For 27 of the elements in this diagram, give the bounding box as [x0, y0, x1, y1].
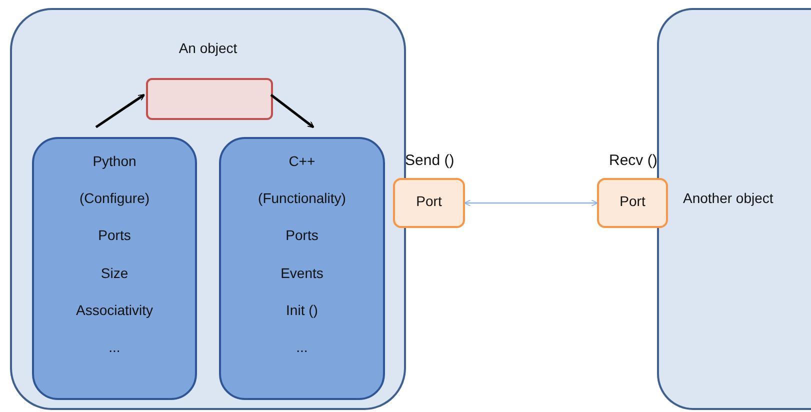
module-item: (Configure)	[78, 190, 151, 206]
port-box	[597, 178, 668, 228]
port-label: Port	[618, 193, 646, 209]
module-item: Ports	[97, 227, 132, 244]
module-item: Ports	[284, 227, 320, 244]
container-title: An object	[178, 40, 238, 56]
object-label: Another object	[683, 190, 774, 206]
module-item: ...	[295, 338, 309, 355]
module-item: (Functionality)	[257, 190, 347, 206]
arrow	[464, 200, 598, 206]
object-container	[657, 8, 811, 410]
module-item: C++	[288, 153, 316, 169]
port-box	[393, 178, 465, 228]
method-label: Recv ()	[609, 152, 658, 169]
module-item: ...	[108, 338, 122, 355]
port-label: Port	[415, 193, 443, 209]
module-item: Associativity	[74, 302, 154, 318]
object-container	[10, 8, 406, 410]
module-item: Init ()	[285, 302, 319, 318]
module-item: Size	[100, 264, 130, 280]
box-shape	[146, 78, 273, 120]
arrow	[270, 94, 314, 128]
module-box	[32, 137, 197, 400]
module-item: Events	[280, 264, 324, 280]
module-box	[219, 137, 385, 400]
module-item: Python	[92, 153, 138, 169]
arrow	[95, 94, 145, 128]
